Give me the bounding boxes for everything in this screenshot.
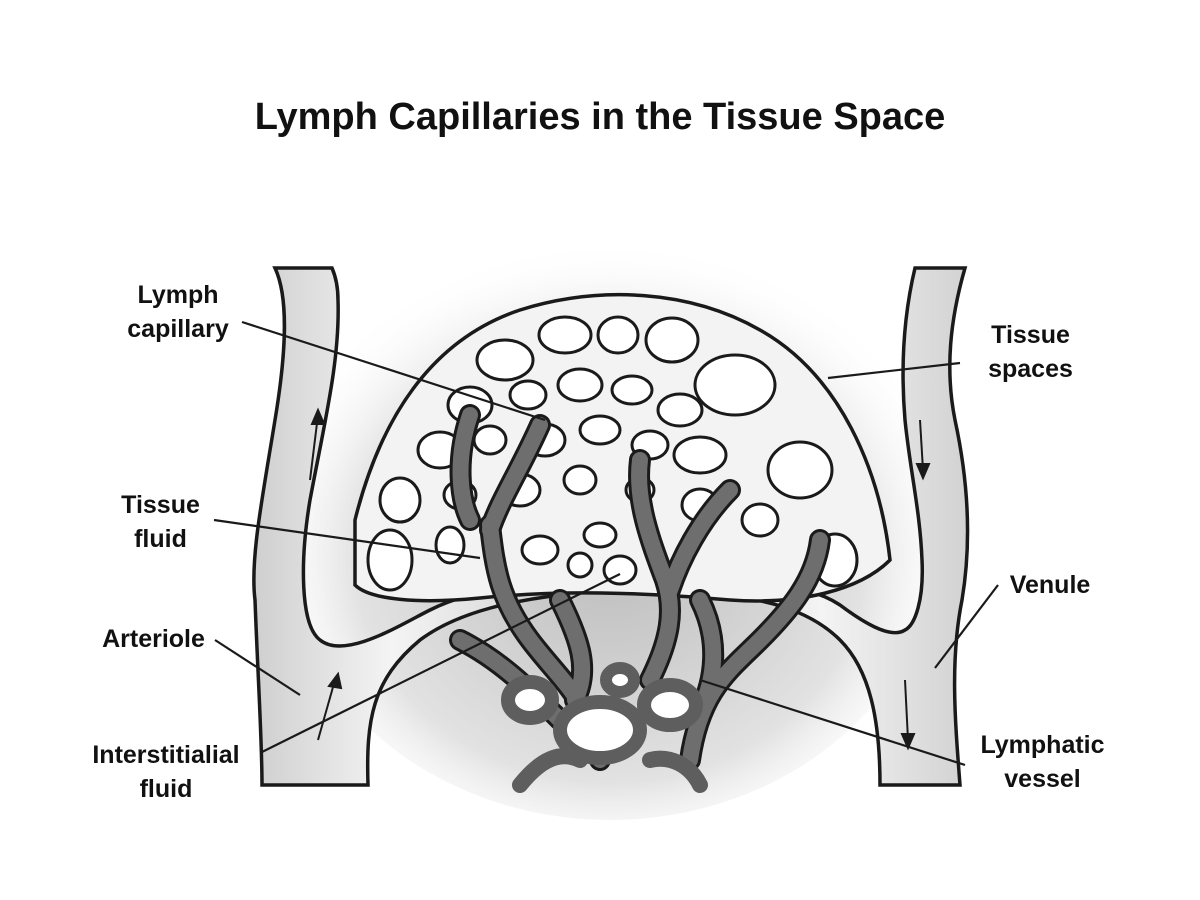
leader-lines (213, 320, 999, 767)
label-tissue-spaces: Tissue spaces (988, 321, 1073, 383)
leader-tissue-spaces (827, 361, 961, 380)
lymphatic-network (449, 404, 831, 793)
leader-tissue-fluid (213, 518, 481, 560)
leader-lymph-capillary (241, 320, 546, 422)
leader-venule (934, 584, 999, 669)
diagram-title: Lymph Capillaries in the Tissue Space (254, 96, 946, 138)
leader-arteriole (214, 639, 301, 696)
leader-lymphatic-vessel (699, 678, 966, 767)
label-interstitial-fluid: Interstitialial fluid (92, 741, 240, 803)
label-tissue-fluid: Tissue fluid (121, 491, 200, 553)
arteriole-vessel (252, 266, 562, 787)
label-arteriole: Arteriole (102, 625, 205, 653)
label-lymphatic-vessel: Lymphatic vessel (980, 731, 1105, 793)
label-lymph-capillary: Lymph capillary (127, 281, 229, 343)
label-venule: Venule (1009, 571, 1091, 599)
flow-arrows (309, 407, 931, 751)
leader-interstitial-fluid (261, 573, 621, 753)
